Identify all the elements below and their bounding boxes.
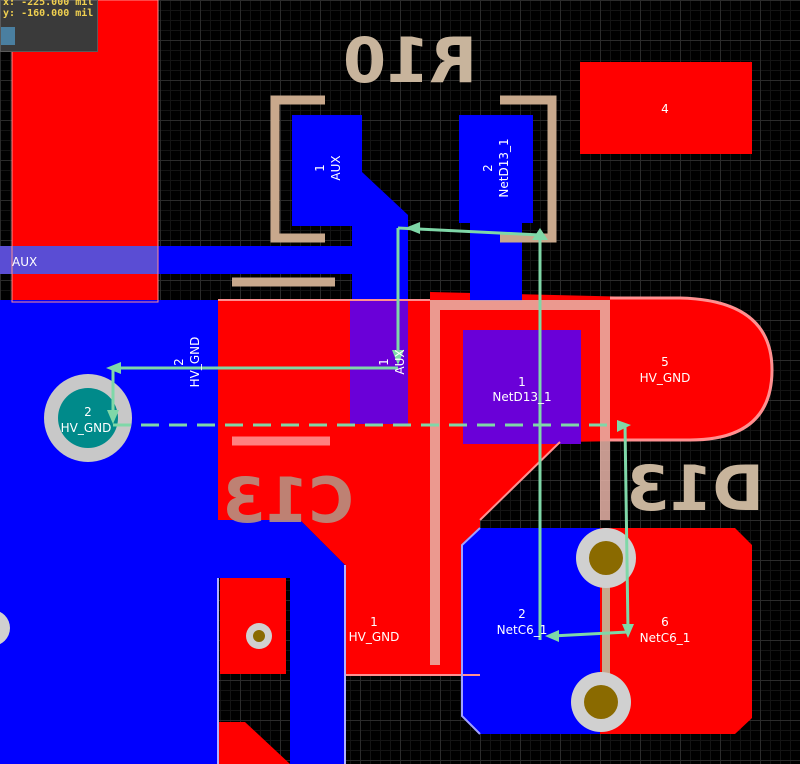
y-label: y:	[3, 8, 16, 19]
d13-pad-5-net: HV_GND	[640, 371, 691, 385]
designator-r10: R10	[343, 24, 477, 97]
bottom-trace-c13[interactable]	[218, 520, 345, 764]
aux-pad-net: AUX	[393, 349, 407, 374]
x-coordinate-row: x: -225.000 mil	[1, 0, 97, 8]
arrow-7	[622, 624, 634, 638]
pad-2-outline	[461, 527, 481, 735]
c13-pad-1-number: 1	[370, 615, 378, 629]
bottom-trace[interactable]	[218, 722, 290, 764]
pad-6-copper[interactable]	[600, 528, 752, 734]
r10-pad-1[interactable]	[292, 115, 408, 300]
c13-pad-2-net: HV_GND	[188, 337, 202, 388]
r10-pad-2[interactable]	[459, 115, 533, 223]
via-pad-number: 2	[84, 405, 92, 419]
c13-pad-1-net: HV_GND	[349, 630, 400, 644]
top-copper-left-outline	[11, 0, 159, 303]
arrow-2	[106, 362, 121, 374]
pad-4[interactable]	[580, 62, 752, 154]
designators: R10 C13 D13	[222, 24, 764, 537]
hole-small-drill	[253, 630, 265, 642]
c6-pad-2-net: NetC6_1	[497, 623, 548, 637]
aux-pad-number: 1	[377, 358, 391, 366]
aux-net-highlight	[0, 246, 158, 274]
connection-d13-right[interactable]	[623, 424, 630, 631]
silkscreen	[217, 95, 774, 764]
x-value: -225.000 mil	[21, 0, 94, 8]
d13-outline	[430, 300, 610, 665]
connection-netd13[interactable]	[397, 226, 541, 237]
r10-pad-1-number: 1	[313, 164, 327, 172]
via-left-edge[interactable]	[0, 610, 10, 646]
designator-c13: C13	[222, 464, 354, 537]
arrow-1	[392, 350, 404, 365]
via-hv-gnd-core[interactable]	[58, 388, 118, 448]
pad-labels: 4 1 AUX 2 NetD13_1 AUX 2 HV_GND 2 HV_GND…	[12, 102, 690, 645]
bottom-copper-left[interactable]	[0, 300, 218, 764]
r10-pad-2-net: NetD13_1	[497, 138, 511, 197]
d13-pad-1-number: 1	[518, 375, 526, 389]
c6-pad-6-net: NetC6_1	[640, 631, 691, 645]
hole-c6-top-drill	[589, 541, 623, 575]
connection-lines[interactable]	[111, 226, 630, 640]
connection-c6[interactable]	[551, 630, 629, 638]
readout-button[interactable]	[1, 27, 15, 45]
arrow-8	[545, 630, 559, 642]
aux-trace-label: AUX	[12, 255, 37, 269]
vias[interactable]	[0, 374, 636, 732]
c6-pad-2-number: 2	[518, 607, 526, 621]
via-pad-net: HV_GND	[61, 421, 112, 435]
d13-pad-5-number: 5	[661, 355, 669, 369]
r10-pad-1-net: AUX	[329, 155, 343, 180]
designator-d13: D13	[626, 452, 764, 525]
pad-5-outline	[610, 296, 774, 442]
x-label: x:	[3, 0, 16, 8]
r10-outline-right	[500, 95, 557, 243]
d13-pad-1-net: NetD13_1	[492, 390, 551, 404]
hole-c6-bottom-drill	[584, 685, 618, 719]
c6-pad-6-number: 6	[661, 615, 669, 629]
y-value: -160.000 mil	[21, 8, 94, 19]
pad-4-number: 4	[661, 102, 669, 116]
arrow-6	[617, 420, 631, 432]
arrow-3	[107, 410, 119, 424]
arrow-5	[532, 228, 548, 240]
r10-outline-left	[270, 95, 325, 243]
arrow-4	[405, 222, 420, 234]
c13-pad-2-number: 2	[172, 358, 186, 366]
coordinate-readout: x: -225.000 mil y: -160.000 mil	[0, 0, 98, 52]
y-coordinate-row: y: -160.000 mil	[1, 8, 97, 19]
r10-pad-2-number: 2	[481, 164, 495, 172]
pad-2-copper[interactable]	[462, 528, 600, 734]
connection-arrows	[106, 222, 634, 642]
c13-bottom-outline	[217, 565, 346, 764]
